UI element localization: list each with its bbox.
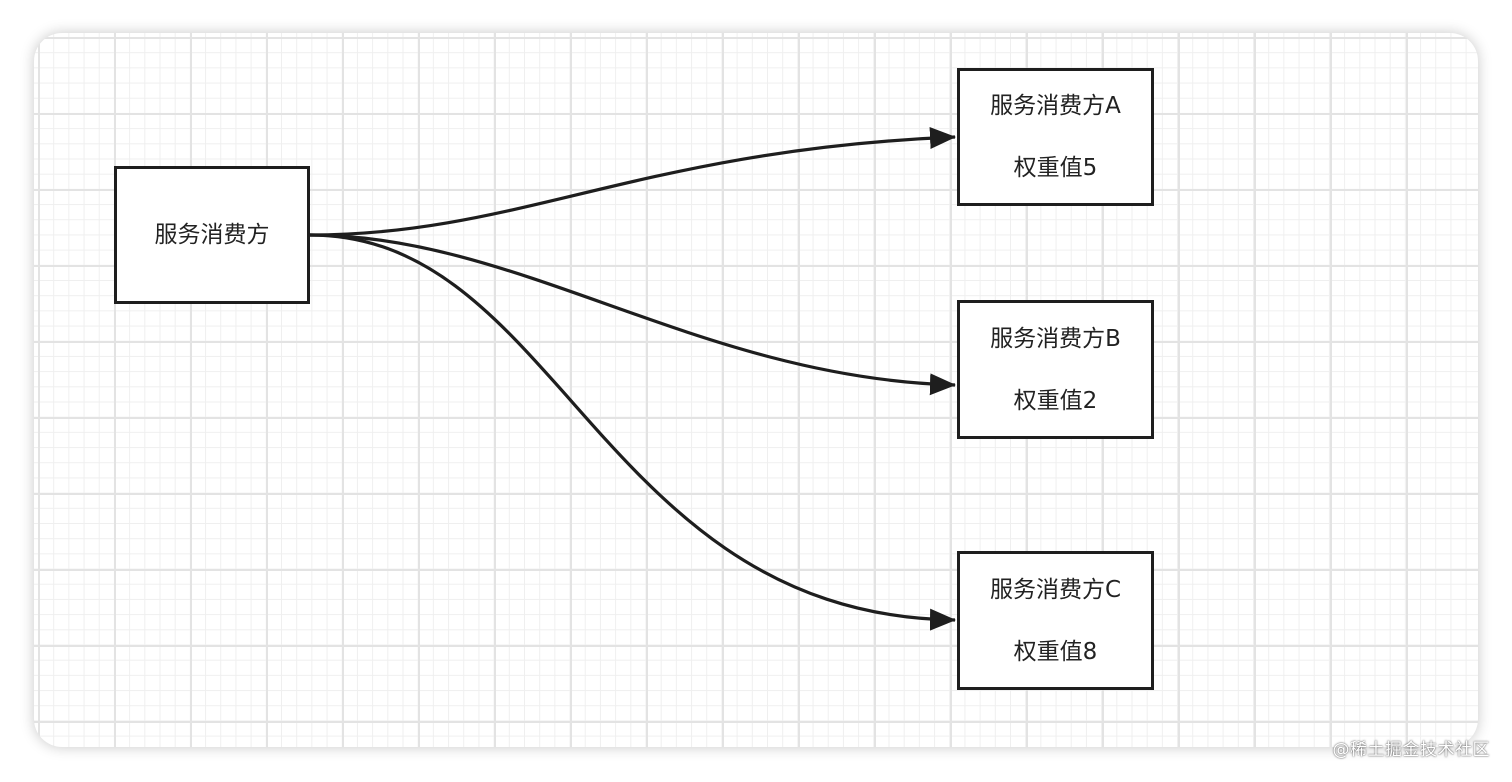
target-node-a[interactable]: 服务消费方A 权重值5 [957, 68, 1154, 206]
target-node-a-name: 服务消费方A [990, 93, 1121, 119]
target-node-c[interactable]: 服务消费方C 权重值8 [957, 551, 1154, 690]
target-node-c-name: 服务消费方C [989, 576, 1122, 603]
target-node-b[interactable]: 服务消费方B 权重值2 [957, 300, 1154, 439]
target-node-c-weight: 权重值8 [1013, 638, 1098, 665]
edge-source-to-c [309, 233, 956, 631]
source-node-label: 服务消费方 [154, 222, 270, 248]
target-node-b-weight: 权重值2 [1013, 387, 1098, 414]
edge-source-to-a [309, 127, 956, 237]
source-node[interactable]: 服务消费方 [114, 166, 310, 304]
target-node-b-name: 服务消费方B [990, 325, 1121, 352]
edge-source-to-b [309, 233, 956, 396]
diagram-canvas [34, 33, 1478, 747]
target-node-a-weight: 权重值5 [1013, 155, 1098, 181]
watermark-text: @稀土掘金技术社区 [1332, 740, 1490, 760]
